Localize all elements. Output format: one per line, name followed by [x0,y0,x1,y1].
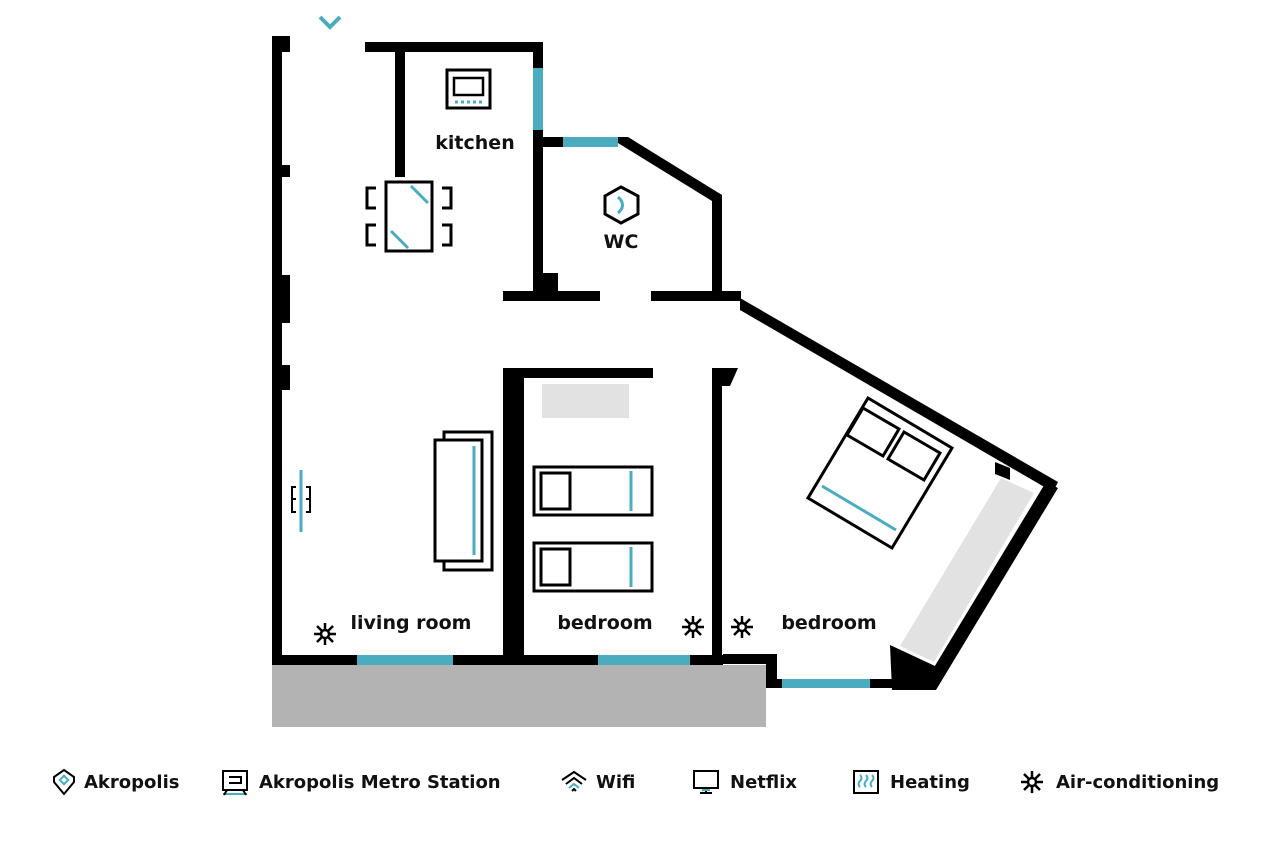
room-label-kitchen: kitchen [435,132,514,154]
entrance-chevron-icon [318,15,342,30]
toilet-icon [603,185,640,225]
legend-label-akropolis: Akropolis [84,771,180,793]
room-label-wc: WC [604,231,639,253]
walls [272,36,1058,690]
air-conditioning-icon [731,616,753,638]
air-conditioning-icon [314,623,336,645]
room-label-living-room: living room [351,612,472,634]
heating-icon [853,770,879,794]
legend-label-aircon: Air-conditioning [1056,771,1220,793]
sofa-icon [433,430,494,572]
room-label-bedroom-2: bedroom [781,612,876,634]
stove-icon [445,68,492,110]
legend-label-metro: Akropolis Metro Station [259,771,501,793]
legend-label-wifi: Wifi [596,771,636,793]
double-bed-icon [805,395,955,551]
dining-table-icon [365,180,453,253]
legend-item-metro: Akropolis Metro Station [221,760,501,804]
single-bed-icon [532,541,654,593]
legend-item-heating: Heating [852,760,970,804]
single-bed-icon [532,465,654,517]
air-conditioning-icon [682,616,704,638]
legend-item-wifi: Wifi [560,760,635,804]
amenities-legend: Akropolis Akropolis Metro Station Wifi N… [0,760,1280,804]
windows [357,68,870,688]
legend-label-heating: Heating [890,771,970,793]
legend-label-netflix: Netflix [730,771,797,793]
wardrobe-bedroom-2 [900,478,1034,662]
legend-item-aircon: Air-conditioning [1018,760,1219,804]
legend-item-netflix: Netflix [692,760,797,804]
wifi-icon [561,770,587,792]
legend-item-akropolis: Akropolis [52,760,179,804]
tv-monitor-icon [693,770,719,794]
snowflake-icon [1021,771,1043,793]
balcony [272,665,766,727]
tv-icon [291,470,311,532]
location-pin-icon [53,768,75,796]
wardrobe-bedroom-1 [542,384,629,418]
metro-icon [222,770,248,796]
room-label-bedroom-1: bedroom [557,612,652,634]
